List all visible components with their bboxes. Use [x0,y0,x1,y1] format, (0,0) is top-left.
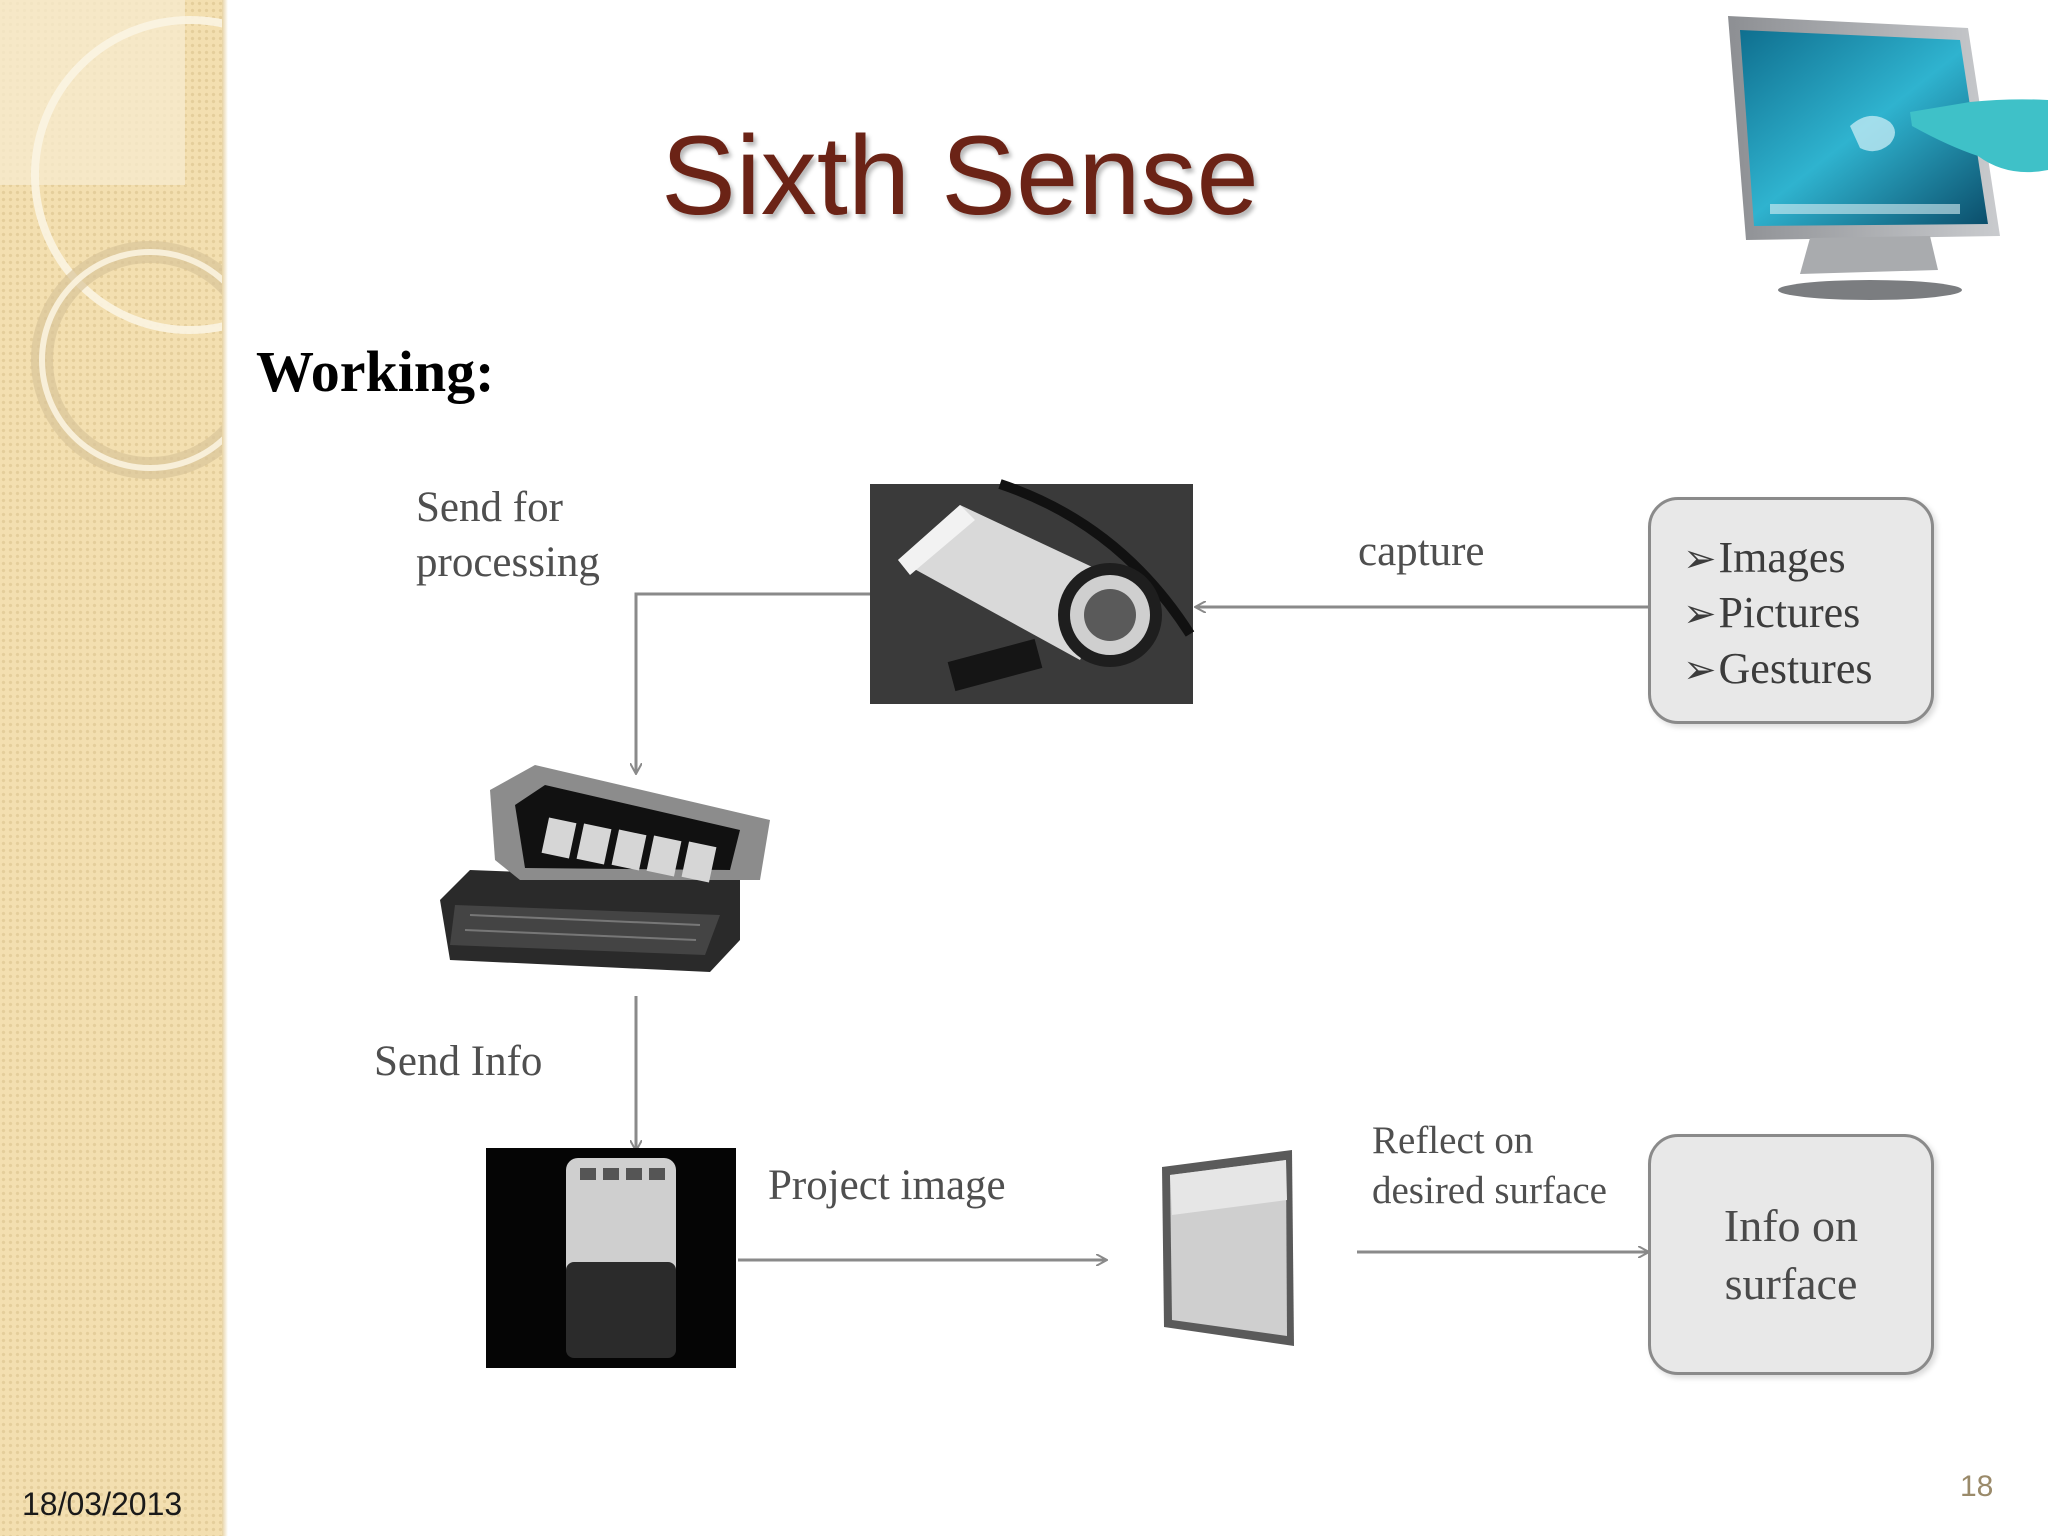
mirror-image [1162,1150,1294,1346]
project-image-label: Project image [768,1162,1006,1209]
sidebar-edge [222,0,228,1536]
monitor-touch-icon [1728,16,2048,300]
input-types-box: ➢Images ➢Pictures ➢Gestures [1648,497,1934,724]
input-item: ➢Gestures [1683,643,1873,693]
sidebar-circles-decoration [0,0,226,479]
processing-arrow [636,592,870,773]
slide-number: 18 [1960,1470,1994,1503]
decorative-sidebar [0,0,226,1536]
capture-label: capture [1358,528,1485,575]
slide-title: Sixth Sense [661,113,1259,238]
input-item: ➢Pictures [1683,588,1861,638]
camera-image [870,479,1195,704]
info-on-surface-text: Info on surface [1723,1200,1859,1309]
send-info-label: Send Info [374,1038,543,1085]
reflect-on-surface-label: Reflect on desired surface [1372,1119,1607,1212]
projector-image [486,1148,736,1368]
mobile-phone-image [440,765,770,972]
footer-date: 18/03/2013 [22,1486,183,1522]
section-heading: Working: [256,339,495,404]
input-item: ➢Images [1683,533,1846,582]
send-for-processing-label: Send for processing [416,484,600,587]
info-on-surface-box: Info on surface [1648,1134,1934,1375]
